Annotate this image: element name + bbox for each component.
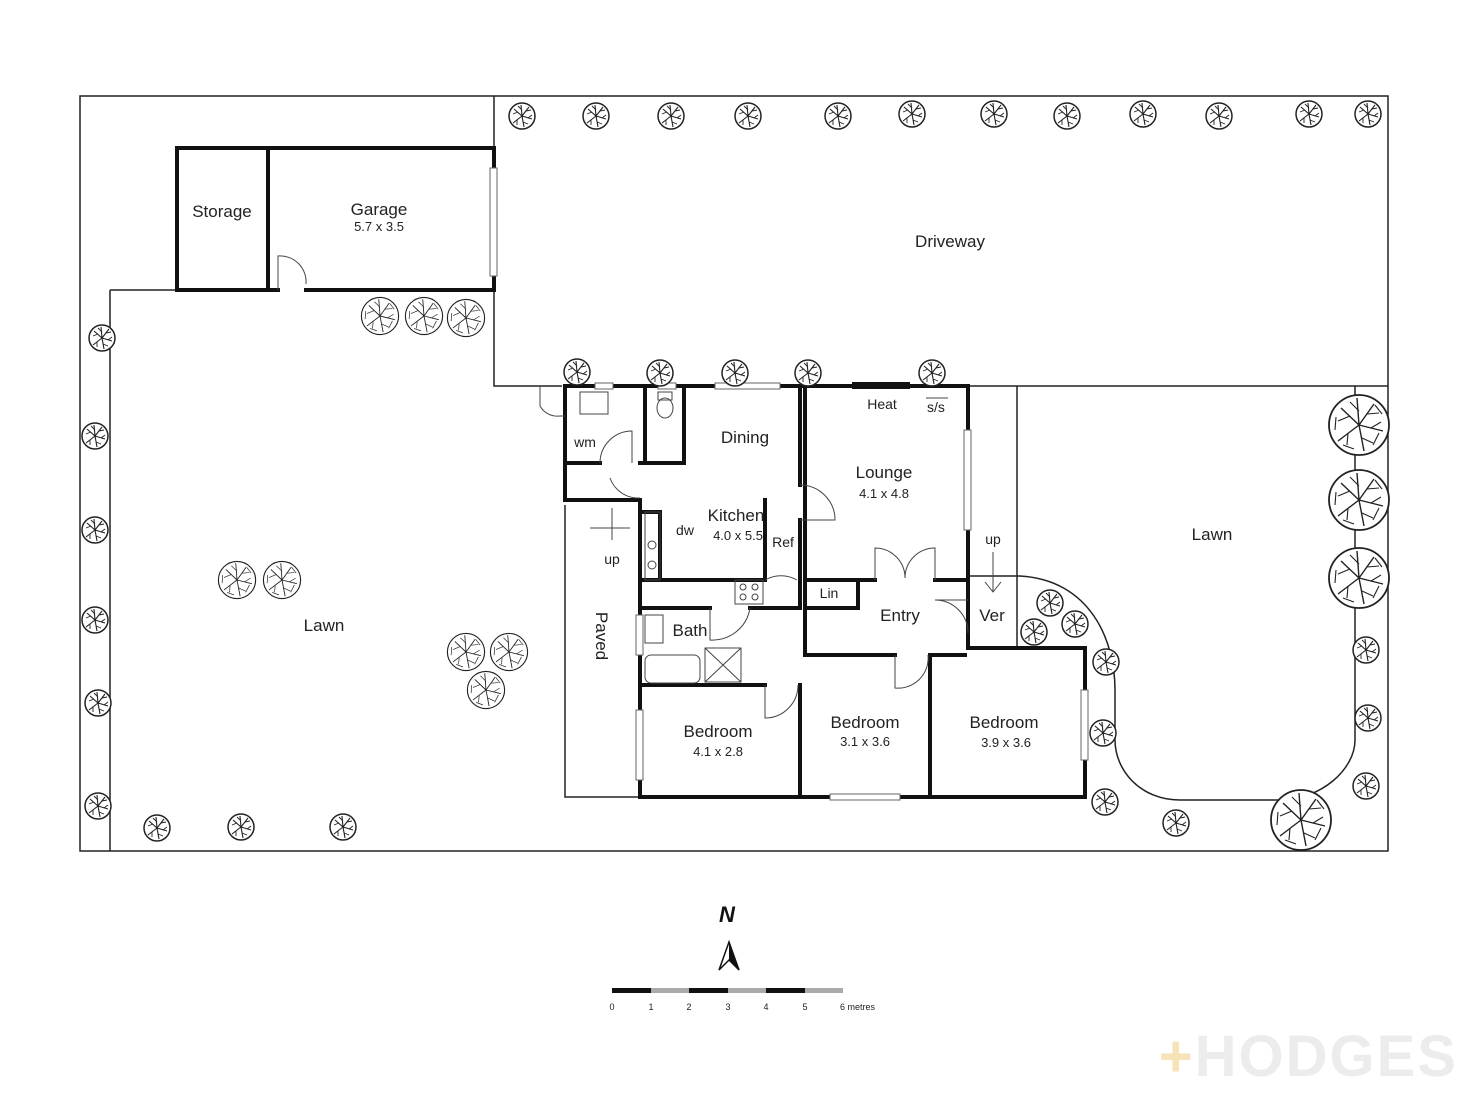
brand-text: HODGES <box>1194 1024 1458 1089</box>
paved-label: Paved <box>592 612 611 660</box>
lounge-label: Lounge <box>856 463 913 482</box>
entry-label: Entry <box>880 606 920 625</box>
dishwasher-label: dw <box>676 522 695 538</box>
brand-plus: + <box>1158 1024 1195 1089</box>
steps-up-left-label: up <box>604 551 620 567</box>
bedroom-1-label: Bedroom <box>684 722 753 741</box>
garage-dims: 5.7 x 3.5 <box>354 219 404 234</box>
scale-tick: 4 <box>763 1002 768 1012</box>
linen-label: Lin <box>820 585 839 601</box>
bedroom-1-dims: 4.1 x 2.8 <box>693 744 743 759</box>
fixtures <box>579 391 1002 684</box>
scale-tick: 5 <box>802 1002 807 1012</box>
doors <box>539 386 969 719</box>
dining-label: Dining <box>721 428 769 447</box>
garage-label: Garage <box>351 200 408 219</box>
scale-tick: 1 <box>648 1002 653 1012</box>
storage-label: Storage <box>192 202 252 221</box>
fixture-labels: wm dw Ref Heat s/s up up <box>573 396 1001 567</box>
verandah-label: Ver <box>979 606 1005 625</box>
kitchen-label: Kitchen <box>708 506 765 525</box>
north-compass: N <box>718 902 740 971</box>
scale-tick: 0 <box>609 1002 614 1012</box>
washing-machine-label: wm <box>573 434 596 450</box>
refrigerator-label: Ref <box>772 534 794 550</box>
kitchen-dims: 4.0 x 5.5 <box>713 528 763 543</box>
bedroom-2-label: Bedroom <box>831 713 900 732</box>
steps-up-right-label: up <box>985 531 1001 547</box>
driveway-label: Driveway <box>915 232 985 251</box>
bath-label: Bath <box>673 621 708 640</box>
scale-tick: 6 metres <box>840 1002 876 1012</box>
bedroom-2-dims: 3.1 x 3.6 <box>840 734 890 749</box>
split-system-label: s/s <box>927 399 945 415</box>
garage-structure <box>175 146 498 292</box>
lounge-dims: 4.1 x 4.8 <box>859 486 909 501</box>
garden-path <box>968 386 1356 801</box>
bedroom-3-dims: 3.9 x 3.6 <box>981 735 1031 750</box>
lawn-east-label: Lawn <box>1192 525 1233 544</box>
lawn-west-label: Lawn <box>304 616 345 635</box>
scale-tick: 2 <box>686 1002 691 1012</box>
room-labels: Storage Garage 5.7 x 3.5 Driveway Lawn L… <box>192 200 1232 759</box>
windows <box>594 382 1089 801</box>
scale-bar: 0 1 2 3 4 5 6 metres <box>609 988 876 1012</box>
bedroom-3-label: Bedroom <box>970 713 1039 732</box>
heater-label: Heat <box>867 396 897 412</box>
north-label: N <box>719 902 736 927</box>
brand-watermark: +HODGES <box>1159 1023 1458 1090</box>
scale-tick: 3 <box>725 1002 730 1012</box>
